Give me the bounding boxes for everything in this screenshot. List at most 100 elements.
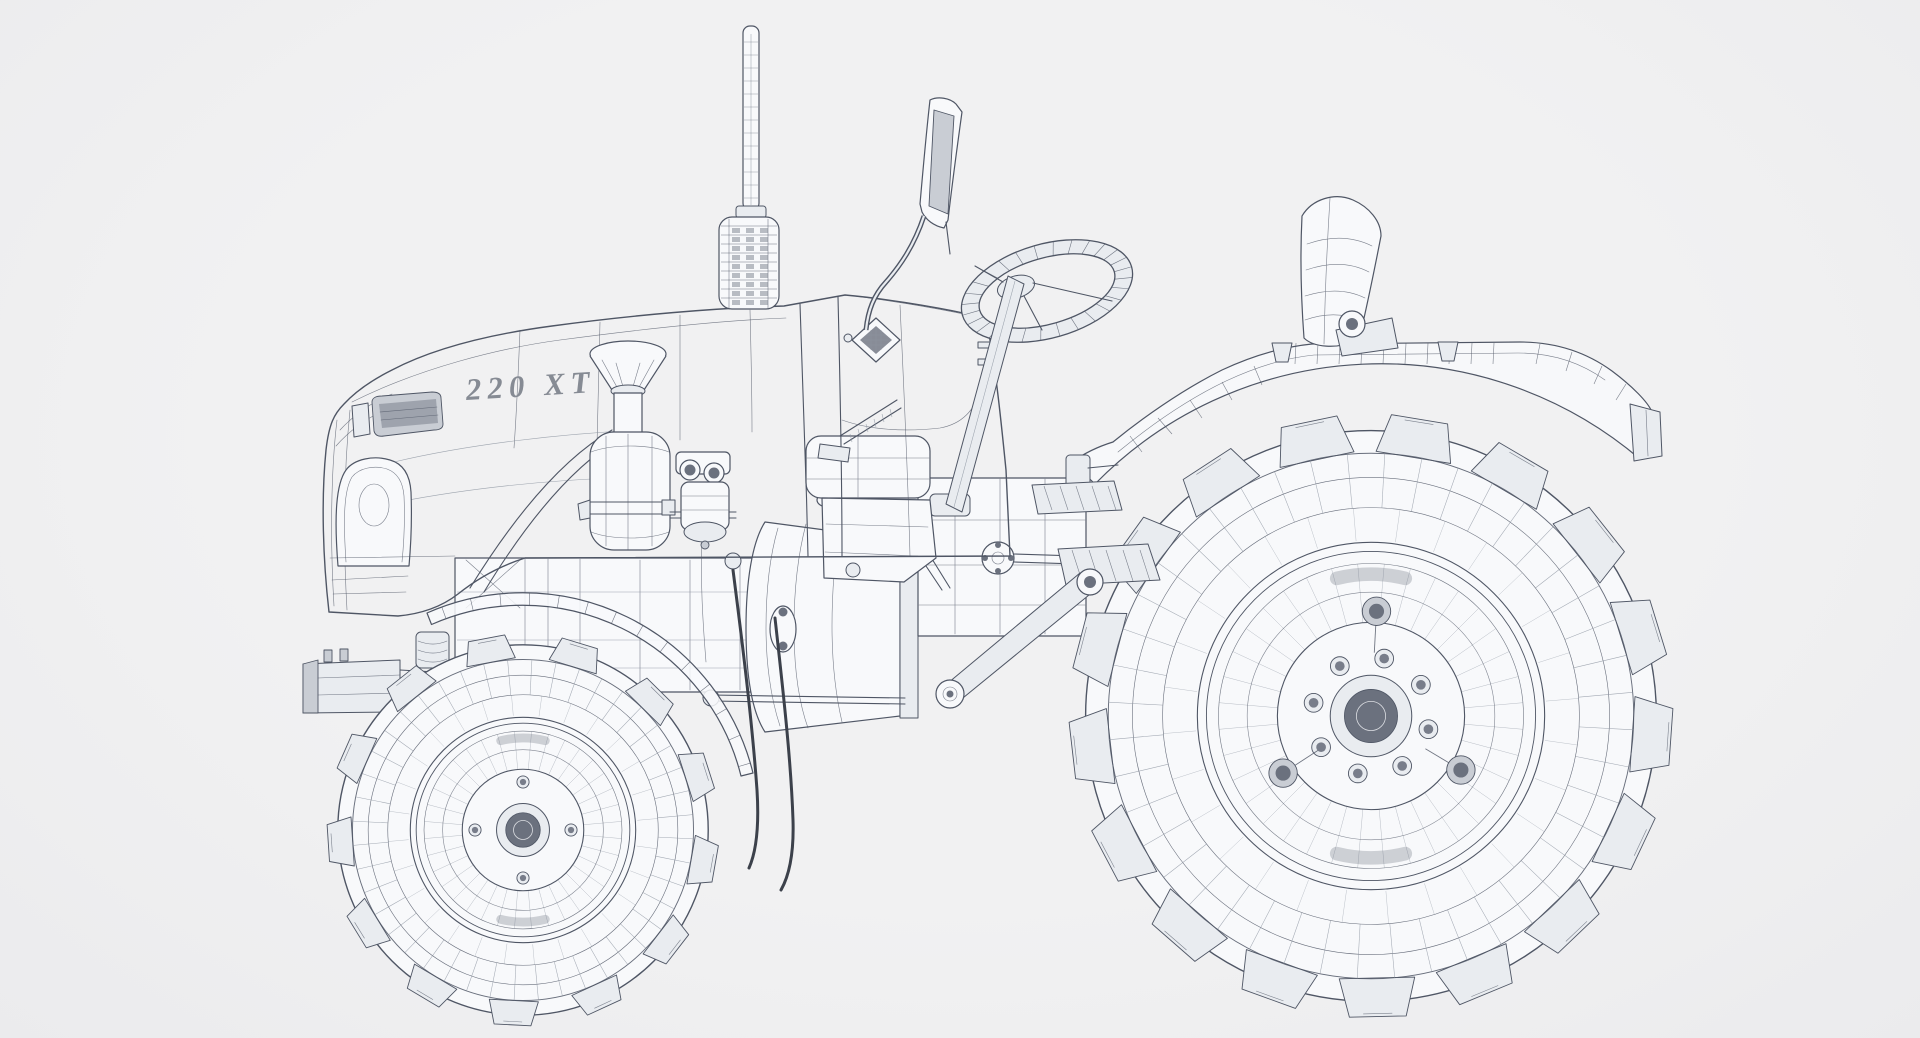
tire-mesh (1579, 726, 1634, 731)
dish-spoke (441, 772, 476, 797)
arch-tick (738, 762, 751, 767)
fender-tick (1316, 342, 1319, 365)
muffler-slot (732, 291, 740, 296)
step-hatch (1139, 549, 1151, 582)
dish-spoke (1232, 651, 1289, 678)
rim-tick (998, 260, 1010, 272)
sidewall-mesh (1433, 521, 1446, 552)
sidewall-mesh (447, 925, 460, 943)
tire-mesh (1217, 885, 1250, 930)
dish-spoke (497, 886, 509, 926)
sidewall-mesh (424, 908, 440, 924)
dish-spoke (465, 748, 490, 783)
sidewall-mesh (1522, 609, 1551, 627)
muffler-slot (732, 273, 740, 278)
rim-tick (961, 302, 980, 305)
lug-line (569, 643, 588, 650)
tire-mesh (572, 955, 586, 989)
tire-mesh (443, 949, 461, 982)
sidewall-mesh (1535, 778, 1566, 791)
arch-mesh-ticks (441, 593, 751, 767)
step-hatch (1105, 549, 1117, 582)
rim-tick (1033, 245, 1039, 260)
tire-mesh (648, 767, 682, 781)
clamp-tab (577, 499, 591, 521)
lug-line (1073, 735, 1078, 765)
dangling-wire (731, 568, 760, 870)
tread-lug (1182, 448, 1261, 518)
lug-line (343, 743, 352, 762)
muffler-slot (732, 300, 740, 305)
hood (322, 294, 1011, 617)
rim (1205, 550, 1537, 882)
dish-spoke (581, 834, 622, 839)
dish-spoke (1219, 702, 1280, 709)
muffler-slot (760, 273, 768, 278)
wheel-lug-nut-center (1453, 762, 1469, 778)
rim-tick (1021, 327, 1027, 343)
tread-lug (1591, 792, 1656, 871)
dish-spoke (576, 787, 613, 806)
steering-spokes (974, 265, 1113, 331)
dish-spoke (1423, 590, 1459, 642)
tire-mesh (1142, 819, 1191, 847)
console-lines (824, 523, 929, 557)
tire-mesh (466, 957, 479, 991)
tire-mesh (1188, 865, 1227, 906)
sidewall-mesh (1296, 880, 1309, 911)
muffler-slot (732, 255, 740, 260)
arch-tick (660, 642, 668, 652)
sidewall-mesh (394, 864, 414, 872)
dish-spoke (441, 863, 476, 888)
tire-mesh (1474, 896, 1502, 945)
dish-spoke (480, 883, 499, 920)
dish-spoke (1459, 676, 1519, 693)
steering-column-seam (953, 280, 1016, 508)
headlight-arch-inner (344, 466, 405, 563)
lug-line (1509, 451, 1535, 468)
tread-lug (326, 816, 355, 867)
tire-mesh (1115, 763, 1169, 777)
lug-line (330, 833, 333, 853)
seat-backrest (1300, 196, 1382, 347)
fender-end-bracket (1629, 403, 1663, 462)
muffler-slot (746, 228, 754, 233)
tread-lug (624, 677, 674, 727)
dish-spoke (1394, 804, 1411, 864)
dish-spoke (1423, 790, 1459, 842)
sidewall-mesh (1255, 861, 1274, 890)
dish-spoke (1453, 651, 1510, 678)
hub-cap-center (1344, 689, 1398, 743)
lug-line (1363, 1012, 1393, 1015)
tread-lug (1552, 506, 1625, 584)
headlight-arch (335, 457, 412, 567)
dish-spoke (1306, 577, 1333, 634)
dish-spoke (537, 734, 549, 774)
dish-spoke (1357, 564, 1364, 625)
rim-tick (965, 292, 983, 295)
step-hatch (1043, 485, 1053, 511)
dish-spoke (1306, 798, 1333, 855)
rim-tick (1067, 239, 1073, 255)
rim-vent-slot (496, 914, 550, 927)
rim-tick (1114, 266, 1132, 272)
badge-stud (843, 333, 853, 343)
tire-mesh (605, 936, 629, 965)
tire-mesh (554, 961, 563, 996)
rim-tick (1055, 322, 1061, 337)
tire-mesh (1439, 468, 1459, 520)
arch-tick (729, 734, 741, 741)
muffler-slot (746, 291, 754, 296)
sidewall-mesh (429, 731, 445, 747)
tread-lug (1629, 696, 1674, 773)
tire-mesh (1137, 594, 1187, 620)
tire-ring (1162, 507, 1580, 925)
fender-tick (1129, 435, 1143, 453)
sidewall-mesh (1544, 740, 1578, 746)
sidewall-mesh (1491, 843, 1515, 868)
arm-pivot-lower-ring (942, 686, 958, 702)
muffler-slot (746, 300, 754, 305)
dish-spoke (514, 731, 519, 772)
